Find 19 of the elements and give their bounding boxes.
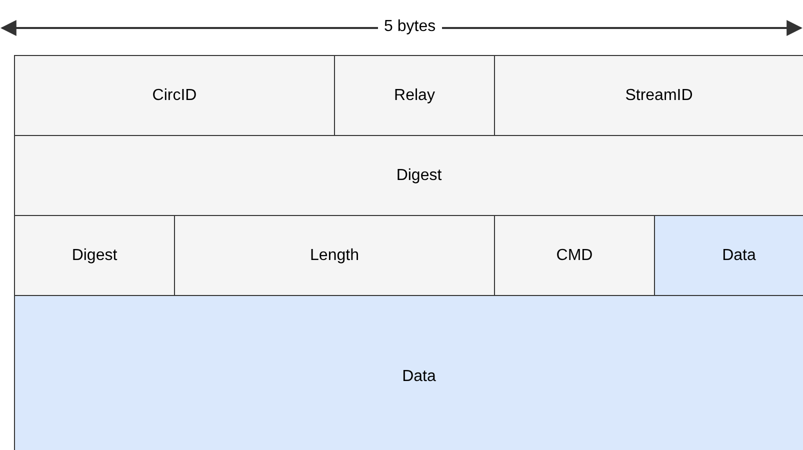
field-name: CMD (556, 246, 593, 264)
field-name: Digest (396, 166, 442, 184)
dimension-label: 5 bytes (378, 17, 442, 37)
field-cell (494, 215, 655, 296)
field-name: Digest (72, 246, 118, 264)
field-name: StreamID (625, 86, 693, 104)
field-name: CircID (152, 86, 197, 104)
field-cell (334, 55, 495, 136)
field-cell (14, 135, 803, 216)
field-name: Length (310, 246, 359, 264)
field-cell (494, 55, 803, 136)
field-name: Data (722, 246, 756, 264)
field-cell (174, 215, 495, 296)
field-name: Relay (394, 86, 435, 104)
field-cell (14, 295, 803, 450)
field-cell (654, 215, 803, 296)
field-cell (14, 55, 335, 136)
field-cell (14, 215, 175, 296)
field-name: Data (402, 368, 436, 386)
